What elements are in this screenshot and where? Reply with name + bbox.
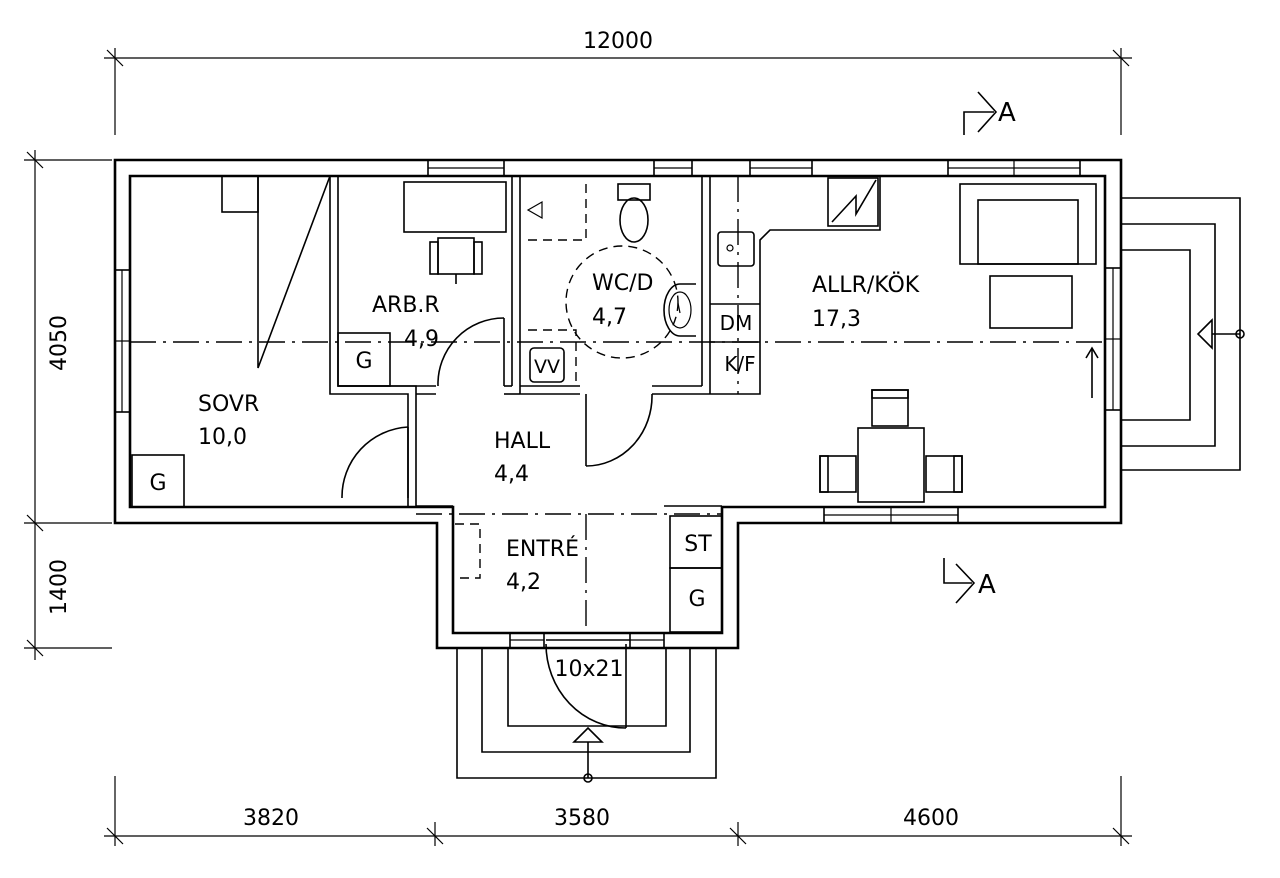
shower-wc: [526, 178, 587, 384]
turning-circle-wc: [565, 245, 679, 359]
door-size-label: 10x21: [554, 657, 623, 682]
room-allr-name: ALLR/KÖK: [812, 272, 920, 298]
door-wc: [585, 393, 653, 467]
room-entre-name: ENTRÉ: [506, 536, 579, 562]
dimension-seg-right: 4600: [903, 806, 959, 831]
stove-kitchen: [827, 177, 879, 227]
room-hall: HALL 4,4: [494, 429, 551, 487]
dimension-seg-mid: 3580: [554, 806, 610, 831]
section-marker-bottom-label: A: [978, 570, 996, 600]
wardrobe-sovr: [221, 175, 331, 369]
entrance-door: 10x21: [545, 639, 630, 729]
room-arb-area: 4,9: [404, 327, 439, 352]
section-marker-top: A: [963, 91, 1016, 135]
windows: [114, 159, 1122, 649]
cabinets-entre: ST G: [669, 515, 723, 633]
room-arb: ARB.R 4,9: [372, 293, 440, 352]
cabinet-sovr-label: G: [149, 471, 166, 496]
section-marker-top-label: A: [998, 98, 1016, 128]
sofa-allr: [959, 183, 1097, 265]
interior-walls: [329, 176, 722, 507]
dimension-depth-entry: 1400: [47, 559, 72, 615]
toilet-wc: [617, 183, 651, 243]
section-marker-bottom: A: [943, 558, 996, 604]
dimension-left: 4050 1400: [24, 150, 112, 660]
dining-set-allr: [819, 389, 963, 503]
room-hall-area: 4,4: [494, 462, 529, 487]
room-arb-name: ARB.R: [372, 293, 440, 318]
coat-rack-entre: [455, 523, 481, 579]
door-arb: [437, 317, 505, 387]
cabinet-entre-label: G: [688, 587, 705, 612]
dimension-total-width: 12000: [583, 29, 653, 54]
room-entre-area: 4,2: [506, 570, 541, 595]
cabinet-arb-label: G: [355, 349, 372, 374]
water-heater-wc: VV: [529, 347, 565, 383]
room-allr-area: 17,3: [812, 307, 861, 332]
room-sovr-area: 10,0: [198, 425, 247, 450]
entrance-steps: [456, 648, 717, 783]
dimension-bottom: 3820 3580 4600: [104, 776, 1132, 846]
cabinet-sovr: G: [131, 454, 185, 508]
side-steps: [1121, 197, 1245, 471]
entry-arrow-side: [1085, 346, 1099, 398]
fridge-freezer-label: K/F: [724, 352, 755, 376]
exterior-walls: [113, 158, 1123, 650]
room-wc-name: WC/D: [592, 271, 653, 296]
room-entre: ENTRÉ 4,2: [506, 536, 579, 595]
dimension-depth-main: 4050: [47, 315, 72, 371]
coffee-table-allr: [989, 275, 1073, 329]
storage-label: ST: [684, 532, 712, 557]
water-heater-label: VV: [534, 356, 560, 378]
room-sovr: SOVR 10,0: [198, 392, 259, 450]
room-hall-name: HALL: [494, 429, 551, 454]
dimension-seg-left: 3820: [243, 806, 299, 831]
cabinet-arb: G: [337, 332, 391, 387]
room-wc: WC/D 4,7: [592, 271, 653, 330]
door-sovr: [341, 426, 409, 499]
desk-arb: [403, 181, 507, 284]
dimension-top: 12000: [104, 29, 1132, 135]
dishwasher-label: DM: [720, 311, 753, 335]
kitchen-counter: DM K/F: [710, 176, 881, 395]
room-wc-area: 4,7: [592, 305, 627, 330]
room-sovr-name: SOVR: [198, 392, 259, 417]
washbasin-wc: [663, 283, 696, 337]
room-allr: ALLR/KÖK 17,3: [812, 272, 920, 332]
